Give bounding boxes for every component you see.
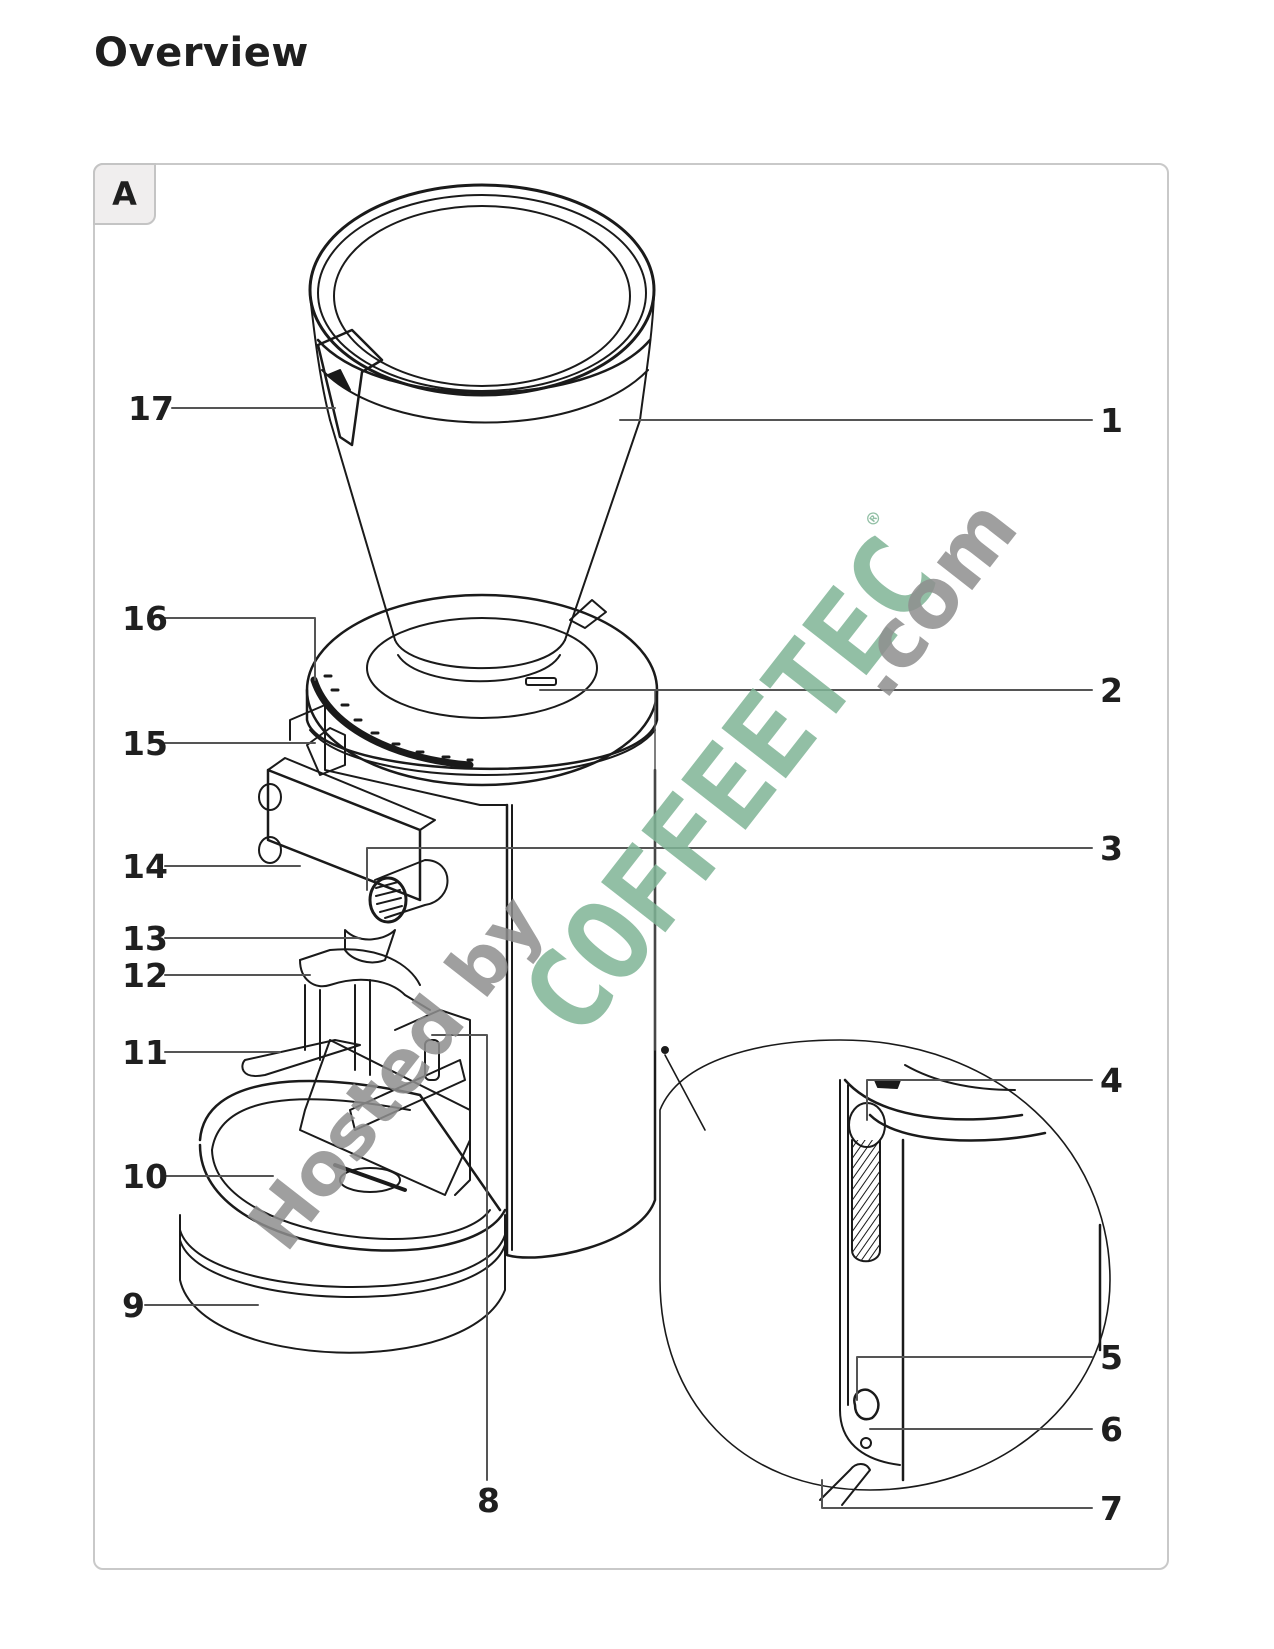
callout-6: 6 [1100,1410,1123,1449]
callout-7: 7 [1100,1489,1123,1528]
grind-scale-ring-drawing [305,593,659,787]
callout-8: 8 [477,1481,500,1520]
callout-15: 15 [122,724,168,763]
callout-4: 4 [1100,1061,1123,1100]
callout-13: 13 [122,919,168,958]
page-title: Overview [94,30,309,76]
callout-9: 9 [122,1286,145,1325]
callout-16: 16 [122,599,168,638]
callout-3: 3 [1100,829,1123,868]
figure-tag: A [93,163,156,225]
callout-12: 12 [122,956,168,995]
figure-tag-label: A [112,175,137,213]
grinder-body-drawing [241,704,657,1259]
callout-leader-lines [144,407,1093,1509]
rear-detail-inset-drawing [659,1039,1111,1506]
callout-10: 10 [122,1157,168,1196]
callout-11: 11 [122,1033,168,1072]
callout-5: 5 [1100,1338,1123,1377]
callout-1: 1 [1100,401,1123,440]
callout-2: 2 [1100,671,1123,710]
callout-14: 14 [122,847,168,886]
bean-hopper-drawing [308,183,656,686]
base-and-drip-tray-drawing [179,1079,507,1354]
callout-17: 17 [128,389,174,428]
